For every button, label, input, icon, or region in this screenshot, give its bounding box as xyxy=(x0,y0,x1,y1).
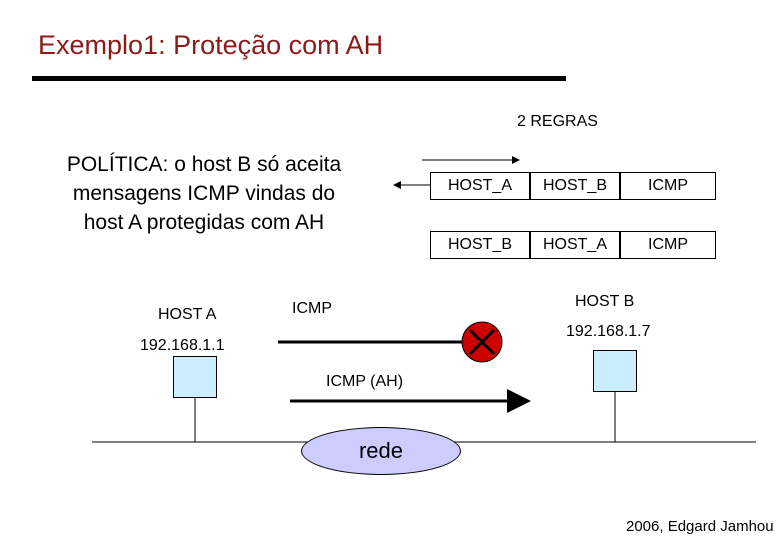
rule-2-destination: HOST_A xyxy=(530,231,620,259)
network-cloud: rede xyxy=(301,427,461,475)
blocked-icon xyxy=(461,321,503,363)
icmp-plain-label: ICMP xyxy=(292,300,332,317)
host-a-ip: 192.168.1.1 xyxy=(140,337,225,354)
icmp-ah-label: ICMP (AH) xyxy=(326,373,404,390)
rules-heading: 2 REGRAS xyxy=(517,113,598,130)
footer-credit: 2006, Edgard Jamhou xyxy=(626,518,774,535)
rule-2-source: HOST_B xyxy=(430,231,530,259)
title-underline xyxy=(32,76,566,81)
host-b-computer xyxy=(593,350,637,392)
policy-text: POLÍTICA: o host B só aceita mensagens I… xyxy=(66,153,342,234)
network-label: rede xyxy=(358,438,404,463)
slide-title: Exemplo1: Proteção com AH xyxy=(38,30,384,60)
host-a-computer xyxy=(173,356,217,398)
rule-1-destination: HOST_B xyxy=(530,172,620,200)
rule-2-protocol: ICMP xyxy=(620,231,716,259)
rule-1-source: HOST_A xyxy=(430,172,530,200)
host-b-label: HOST B xyxy=(575,293,635,310)
host-a-label: HOST A xyxy=(158,306,217,323)
host-b-ip: 192.168.1.7 xyxy=(566,323,651,340)
rule-1-protocol: ICMP xyxy=(620,172,716,200)
